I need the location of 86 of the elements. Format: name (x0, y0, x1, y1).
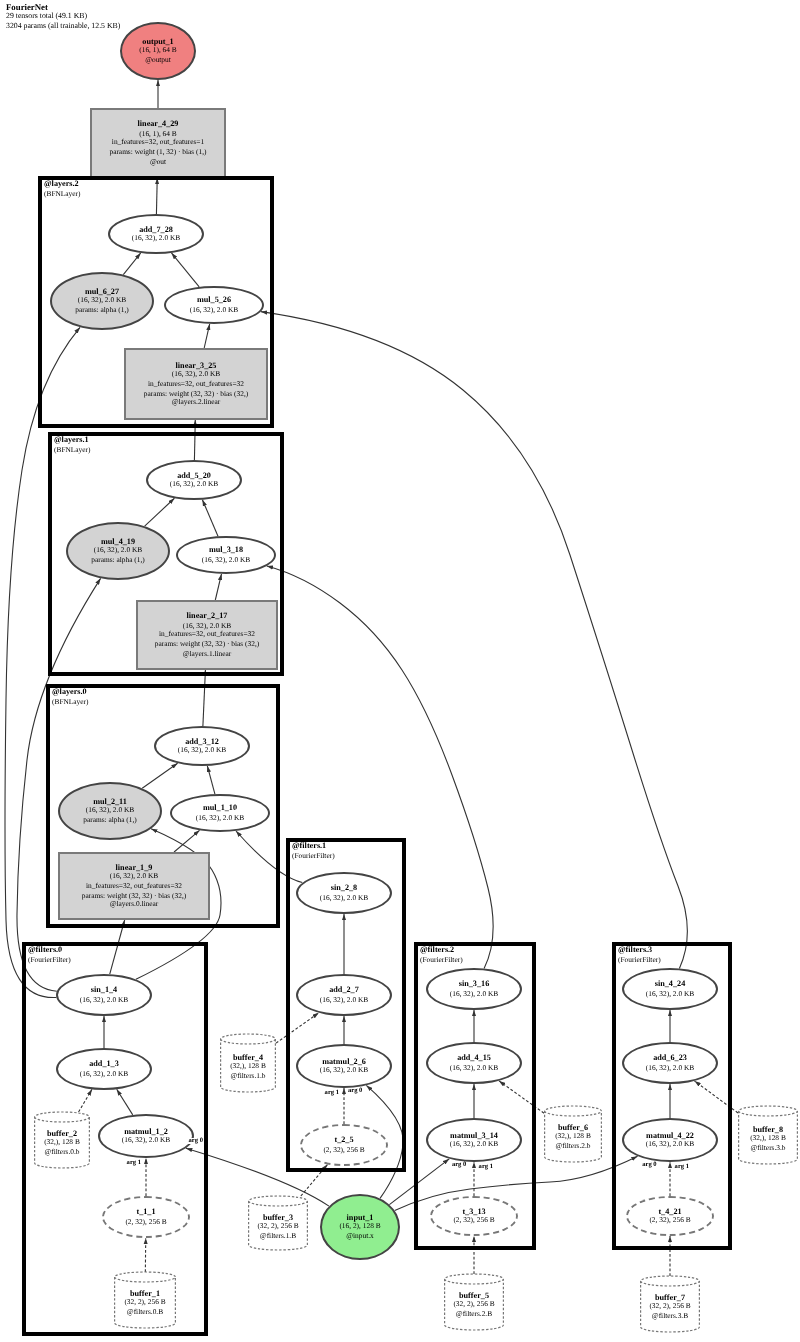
layer-box (124, 348, 268, 420)
arrow (694, 1080, 739, 1114)
layer-box (58, 852, 210, 920)
arrow (667, 1009, 673, 1043)
arrow (394, 1155, 639, 1212)
arrow (206, 765, 216, 795)
arrow (471, 1083, 477, 1119)
tensor-ellipse (426, 968, 522, 1010)
tensor-ellipse (176, 536, 276, 574)
arrow (275, 1012, 320, 1044)
arrow (388, 1158, 450, 1206)
arrow (471, 1235, 477, 1275)
tensor-ellipse (296, 1044, 392, 1088)
tensor-ellipse (622, 1042, 718, 1084)
buffer-cylinder (444, 1274, 504, 1330)
arrow (116, 1088, 134, 1116)
arrow (135, 828, 222, 980)
arrow (78, 1088, 93, 1113)
buffer-cylinder (220, 1034, 276, 1092)
arrow (260, 310, 688, 969)
arrow (300, 1163, 329, 1197)
buffer-cylinder (248, 1196, 308, 1250)
module-frame (38, 176, 274, 428)
tensor-ellipse (50, 272, 154, 330)
arrow (266, 565, 494, 969)
tensor-ellipse (296, 872, 392, 914)
arrow (471, 1009, 477, 1043)
tensor-ellipse (56, 974, 152, 1016)
arrow (143, 1157, 149, 1197)
arrow (214, 573, 223, 601)
arrow (202, 669, 208, 727)
tensor-ellipse (108, 214, 204, 254)
output-ellipse (120, 22, 196, 80)
module-frame (46, 684, 280, 928)
arrow (109, 919, 126, 975)
arrow (143, 1237, 148, 1273)
tensor-ellipse (58, 782, 162, 840)
input-ellipse (320, 1194, 400, 1260)
tensor-ellipse (170, 794, 270, 832)
arrow (144, 497, 175, 527)
arrow (498, 1080, 545, 1114)
buffer-cylinder (34, 1112, 90, 1168)
buffer-cylinder (640, 1276, 700, 1332)
layer-box (90, 108, 226, 178)
tensor-ellipse (622, 968, 718, 1010)
arrow (667, 1235, 673, 1277)
arrow (170, 252, 200, 288)
tensor-ellipse (426, 1118, 522, 1162)
module-frame (48, 432, 284, 676)
arrow (16, 577, 102, 992)
tensor-ellipse (56, 1048, 152, 1090)
module-frame (22, 942, 208, 1336)
arrow (141, 762, 179, 789)
tensor-ellipse (154, 726, 250, 766)
tensor-ellipse (146, 460, 242, 500)
arrow (101, 1015, 107, 1049)
arrow (667, 1083, 673, 1119)
arrow (235, 830, 303, 884)
tensor-ellipse (66, 522, 170, 580)
arrow (341, 1087, 347, 1125)
module-frame (414, 942, 536, 1250)
arrow (122, 252, 142, 276)
arrow (341, 1015, 347, 1045)
module-frame (286, 838, 406, 1172)
tensor-ellipse (98, 1114, 194, 1158)
tensor-ellipse (296, 974, 392, 1016)
arrow (193, 419, 198, 461)
arrow (203, 323, 211, 349)
tensor-ellipse (164, 286, 264, 324)
arrow (667, 1161, 673, 1197)
buffer-cylinder (114, 1272, 176, 1328)
arrow (173, 829, 201, 853)
module-frame (612, 942, 732, 1250)
buffer-cylinder (544, 1106, 602, 1162)
arrow (154, 177, 160, 215)
buffer-cylinder (738, 1106, 798, 1164)
arrow (4, 326, 81, 999)
tensor-ellipse (622, 1118, 718, 1162)
arrow (185, 1147, 330, 1207)
layer-box (136, 600, 278, 670)
arrow (155, 79, 161, 109)
arrow (471, 1161, 477, 1197)
tensor-ellipse (426, 1042, 522, 1084)
tensor-ellipse (430, 1196, 518, 1236)
arrow (341, 913, 347, 975)
arrow (201, 499, 219, 537)
